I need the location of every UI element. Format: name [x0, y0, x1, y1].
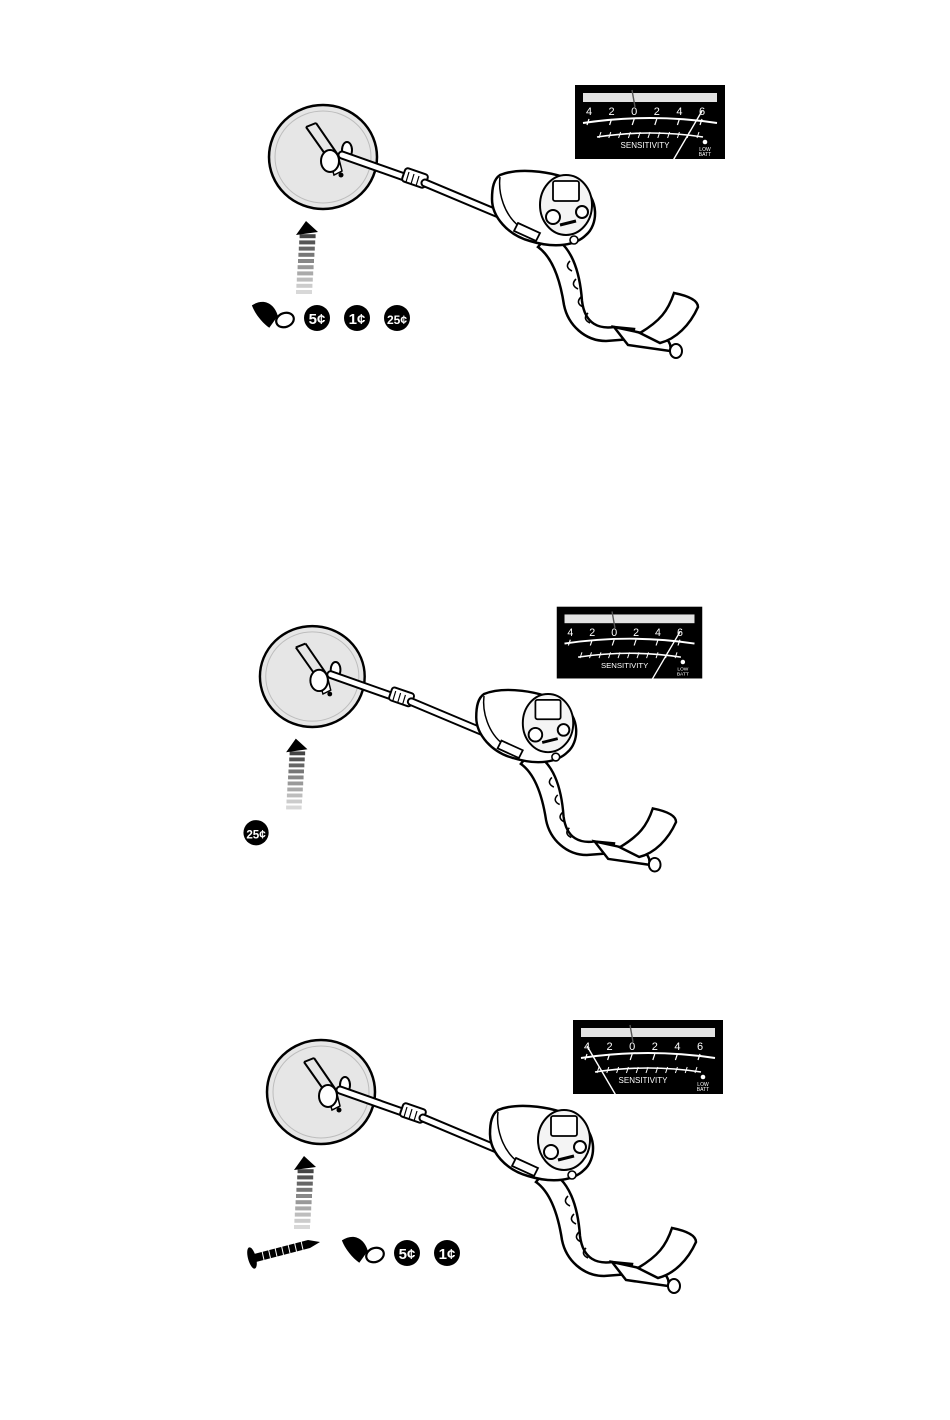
low-batt-indicator-icon [703, 140, 708, 145]
coil-knob-icon [319, 1085, 337, 1107]
coin-label: 25¢ [246, 829, 266, 842]
coin-icon: 25¢ [243, 820, 268, 845]
coin-label: 5¢ [309, 311, 326, 328]
target-row: 25¢ [243, 820, 268, 845]
panel-1: 420246SENSITIVITYLOWBATT5¢1¢25¢ [0, 75, 950, 475]
coil-knob-icon [310, 670, 327, 691]
sensitivity-knob-icon [546, 210, 560, 224]
meter-scale-label: 2 [589, 627, 595, 639]
meter-scale-label: 0 [629, 1041, 635, 1053]
detection-arrow-icon [286, 739, 307, 810]
panel-2: 420246SENSITIVITYLOWBATT25¢ [0, 597, 950, 997]
detection-arrow-icon [294, 1156, 316, 1229]
meter-scale-label: 4 [567, 627, 573, 639]
coin-label: 5¢ [399, 1246, 416, 1263]
coin-label: 25¢ [387, 313, 407, 327]
meter-scale-label: 2 [654, 106, 660, 118]
tuning-knob-icon [574, 1141, 586, 1153]
armrest [638, 1228, 696, 1278]
meter-window [535, 700, 560, 719]
low-batt-indicator-icon [681, 660, 685, 664]
target-row: 5¢ 1¢ 25¢ [247, 298, 410, 331]
low-batt-indicator-icon [701, 1075, 706, 1080]
meter-scale-label: 2 [652, 1041, 658, 1053]
meter-scale-label: 4 [586, 106, 592, 118]
meter-scale-label: 2 [633, 627, 639, 639]
handle-grip [538, 235, 634, 341]
handle-grip [521, 752, 614, 855]
meter-scale-label: 0 [611, 627, 617, 639]
meter-window [551, 1116, 577, 1136]
tuning-knob-icon [576, 206, 588, 218]
sensitivity-label: SENSITIVITY [601, 661, 648, 670]
detector-illustration: 420246SENSITIVITYLOWBATT25¢ [0, 597, 921, 985]
low-batt-label: BATT [699, 152, 711, 158]
arrow-head [294, 1156, 316, 1170]
sensitivity-label: SENSITIVITY [619, 1076, 669, 1085]
coin-icon: 5¢ [394, 1240, 420, 1266]
handle-grip [536, 1170, 632, 1276]
sensitivity-knob-icon [544, 1145, 558, 1159]
coin-icon: 5¢ [304, 305, 330, 331]
arrow-head [296, 221, 318, 235]
detector-illustration: 420246SENSITIVITYLOWBATT5¢1¢ [0, 1010, 948, 1410]
meter-readout: 420246SENSITIVITYLOWBATT [573, 1020, 723, 1104]
meter-top-bar [581, 1028, 715, 1037]
detection-arrow-icon [296, 221, 318, 294]
meter-scale-label: 4 [655, 627, 661, 639]
nail-icon [245, 1240, 320, 1270]
armrest [620, 808, 676, 857]
coil-knob-icon [321, 150, 339, 172]
meter-scale-label: 4 [674, 1041, 680, 1053]
arrow-head [286, 739, 307, 753]
armrest [640, 293, 698, 343]
pull-tab-icon [337, 1233, 386, 1265]
tuning-knob-icon [558, 724, 570, 736]
meter-scale-label: 4 [676, 106, 682, 118]
low-batt-label: BATT [697, 1087, 709, 1093]
meter-scale-label: 2 [607, 1041, 613, 1053]
sensitivity-label: SENSITIVITY [621, 141, 671, 150]
meter-readout: 420246SENSITIVITYLOWBATT [575, 85, 725, 169]
coin-icon: 1¢ [344, 305, 370, 331]
meter-top-bar [565, 614, 695, 623]
sensitivity-knob-icon [529, 728, 543, 742]
low-batt-label: BATT [677, 672, 689, 678]
coin-label: 1¢ [349, 311, 366, 328]
panel-3: 420246SENSITIVITYLOWBATT5¢1¢ [0, 1010, 950, 1410]
coin-icon: 25¢ [384, 305, 410, 331]
target-row: 5¢ 1¢ [245, 1233, 460, 1270]
coin-icon: 1¢ [434, 1240, 460, 1266]
detector-illustration: 420246SENSITIVITYLOWBATT5¢1¢25¢ [0, 75, 950, 475]
meter-top-bar [583, 93, 717, 102]
meter-window [553, 181, 579, 201]
meter-scale-label: 2 [609, 106, 615, 118]
pull-tab-icon [247, 298, 296, 330]
meter-scale-label: 6 [697, 1041, 703, 1053]
meter-scale-label: 0 [631, 106, 637, 118]
meter-readout: 420246SENSITIVITYLOWBATT [557, 607, 703, 688]
coin-label: 1¢ [439, 1246, 456, 1263]
